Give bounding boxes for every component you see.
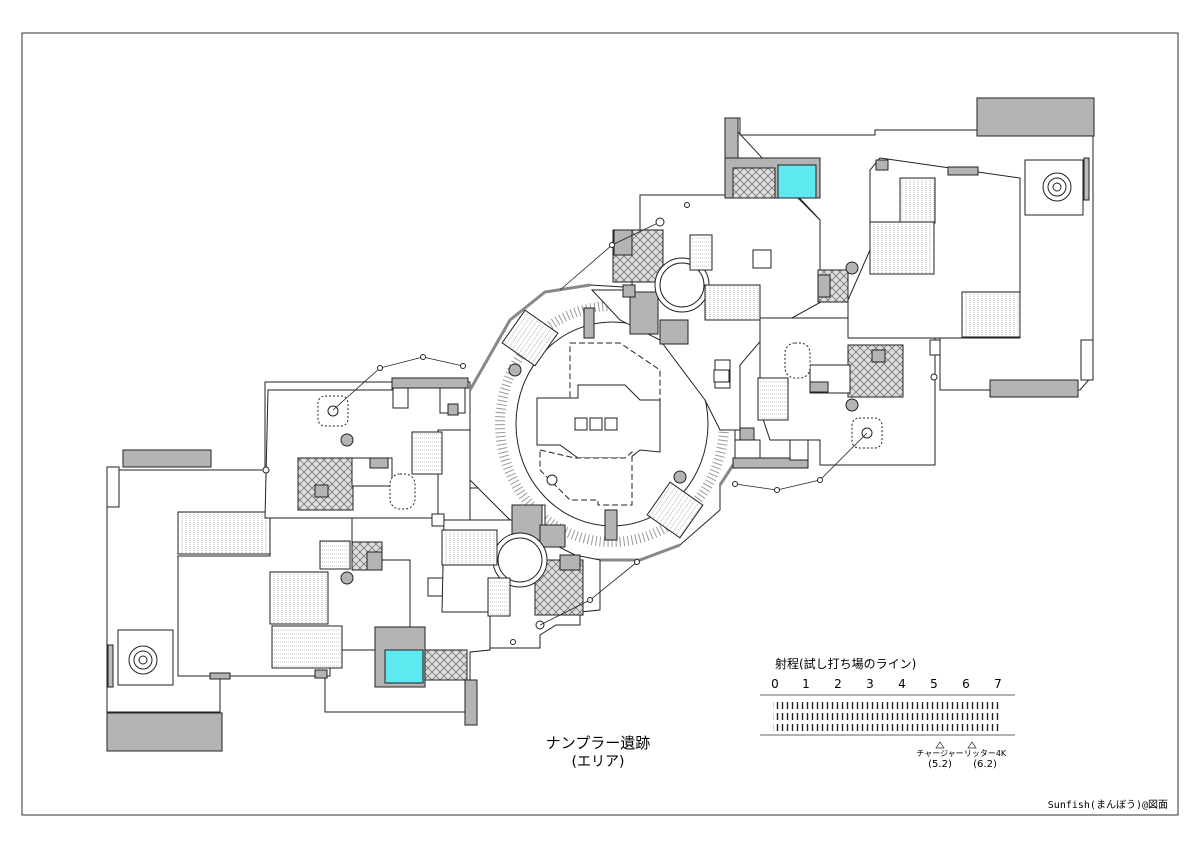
hatch-lm xyxy=(297,457,354,511)
range-tick-1: 1 xyxy=(802,677,810,691)
range-tick-labels: 0 1 2 3 4 5 6 7 xyxy=(771,677,1002,691)
stage-layout xyxy=(106,97,1095,752)
liter-value: (6.2) xyxy=(973,759,997,770)
stairs-lm-1 xyxy=(411,431,443,475)
right-spawn-pad xyxy=(1024,159,1084,216)
charger-value: (5.2) xyxy=(928,759,952,770)
stairs-lower-1 xyxy=(441,529,498,566)
left-spawn-point xyxy=(128,645,158,675)
liter-label: リッター4K xyxy=(964,749,1007,758)
range-scale-title: 射程(試し打ち場のライン) xyxy=(775,656,916,671)
right-base-wall-top xyxy=(976,97,1095,137)
range-line-3 xyxy=(773,724,1000,731)
stairs-ur-3 xyxy=(961,291,1021,338)
water-block-upper xyxy=(777,164,817,199)
right-base-wall-bottom xyxy=(989,379,1079,398)
map-subtitle: (エリア) xyxy=(572,754,625,770)
left-spawn-pad xyxy=(117,629,174,686)
charger-marker-icon xyxy=(935,741,945,749)
stairs-ll-3 xyxy=(271,625,343,669)
range-line-1 xyxy=(773,702,1000,709)
charger-label: チャージャー xyxy=(916,749,963,758)
range-line-2 xyxy=(773,713,1000,720)
right-spawn-stripe xyxy=(1083,157,1090,201)
left-base-wall-bottom xyxy=(106,712,223,752)
map-title: ナンプラー遺跡 xyxy=(546,734,651,752)
stairs-ur-2 xyxy=(869,221,935,275)
stairs-um-1 xyxy=(704,284,761,321)
stairs-ll-1 xyxy=(177,511,271,555)
range-tick-7: 7 xyxy=(994,677,1002,691)
range-tick-0: 0 xyxy=(771,677,779,691)
liter-marker-icon xyxy=(967,741,977,749)
stairs-rm-1 xyxy=(757,377,789,421)
left-base-wall-top xyxy=(122,449,212,468)
range-scale: 射程(試し打ち場のライン) 0 1 2 3 4 5 6 7 チャージャー (5.… xyxy=(760,656,1015,770)
stairs-ur-1 xyxy=(899,177,936,224)
credit-text: Sunfish(まんぼう)@図面 xyxy=(1048,799,1168,811)
stairs-ll-2 xyxy=(269,571,329,625)
range-tick-2: 2 xyxy=(834,677,842,691)
sheet-border xyxy=(21,32,1179,816)
left-spawn-stripe xyxy=(107,644,114,688)
range-tick-6: 6 xyxy=(962,677,970,691)
stairs-ll-4 xyxy=(319,540,351,570)
water-block-lower xyxy=(384,649,424,684)
right-spawn-point xyxy=(1042,172,1072,202)
range-tick-4: 4 xyxy=(898,677,906,691)
range-tick-3: 3 xyxy=(866,677,874,691)
range-tick-5: 5 xyxy=(930,677,938,691)
